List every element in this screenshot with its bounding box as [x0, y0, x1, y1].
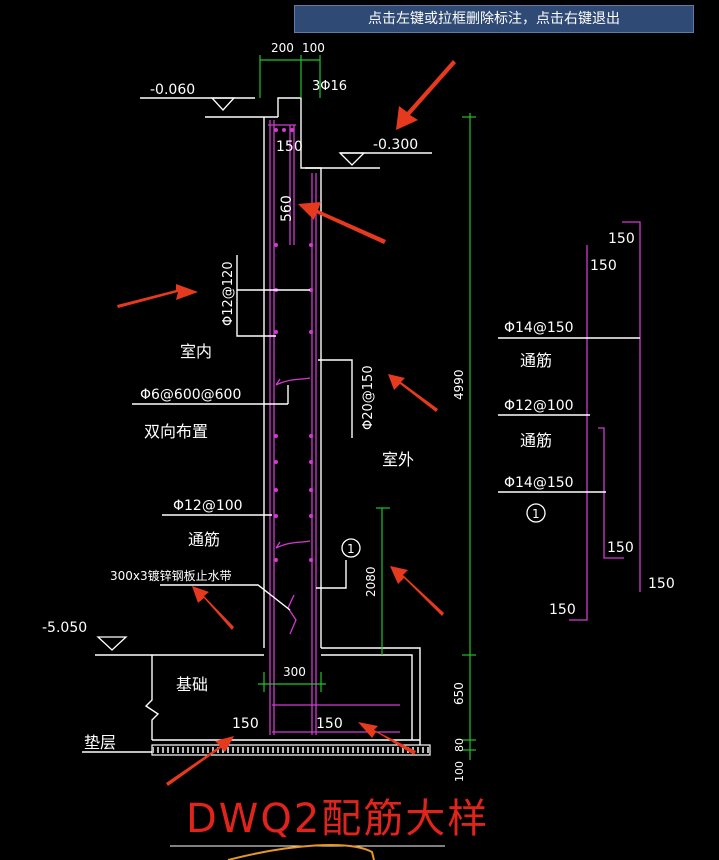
legend-marker-1: 1	[532, 507, 540, 521]
label-horizontal-note: 通筋	[188, 530, 220, 549]
legend-bar1-note: 通筋	[520, 351, 552, 370]
dim-150-top: 150	[276, 139, 303, 155]
dim-650: 650	[452, 682, 466, 705]
legend-bar1: Φ14@150	[504, 320, 574, 336]
legend-dim-150-b: 150	[590, 258, 617, 274]
leader-lines	[132, 255, 640, 611]
dim-2080: 2080	[364, 566, 378, 597]
label-inner-vertical: Φ12@120	[221, 261, 236, 326]
dim-4990: 4990	[452, 369, 466, 400]
label-outdoor: 室外	[382, 450, 414, 469]
arrow-icon	[388, 374, 438, 412]
command-prompt-bar: 点击左键或拉框删除标注，点击右键退出	[294, 5, 694, 33]
legend-dim-150-e: 150	[549, 602, 576, 618]
dim-200: 200	[271, 41, 294, 55]
arrow-icon	[358, 722, 416, 755]
red-annotation-arrows	[117, 60, 456, 786]
label-top-bars: 3Φ16	[312, 79, 347, 94]
rebar-dots	[274, 128, 313, 562]
rebar-legend: Φ14@150 通筋 Φ12@100 通筋 Φ14@150 1 150 150 …	[504, 231, 675, 618]
legend-bar3: Φ14@150	[504, 475, 574, 491]
wall-outline	[82, 97, 432, 756]
arrow-icon	[396, 60, 456, 130]
dim-150-base-right: 150	[316, 716, 343, 732]
arrow-icon	[117, 284, 198, 308]
dim-150-base-left: 150	[232, 716, 259, 732]
dim-80: 80	[453, 738, 466, 752]
legend-bar2-note: 通筋	[520, 431, 552, 450]
label-outer-vertical: Φ20@150	[361, 365, 376, 430]
elevation-labels: -0.060 -0.300 -5.050	[42, 82, 418, 636]
drawing-title: DWQ2配筋大样	[170, 796, 489, 860]
dim-100: 100	[302, 41, 325, 55]
dimension-lines	[258, 55, 476, 760]
legend-dim-150-c: 150	[607, 540, 634, 556]
label-cushion: 垫层	[84, 733, 116, 752]
dimension-labels: 200 100 150 560 4990 2080 300 650 80 100…	[232, 41, 466, 782]
label-tie-bars: Φ6@600@600	[140, 387, 241, 403]
arrow-icon	[390, 566, 444, 616]
legend-dim-150-d: 150	[648, 576, 675, 592]
elevation-top-left: -0.060	[150, 82, 195, 98]
label-waterstop: 300x3镀锌钢板止水带	[110, 569, 232, 583]
label-tie-note: 双向布置	[144, 422, 208, 441]
dim-560: 560	[279, 195, 295, 222]
label-indoor: 室内	[180, 342, 212, 361]
legend-bar2: Φ12@100	[504, 398, 574, 414]
elevation-bottom-left: -5.050	[42, 620, 87, 636]
dim-300: 300	[283, 665, 306, 679]
title-text: DWQ2配筋大样	[186, 796, 489, 842]
label-horizontal: Φ12@100	[173, 498, 243, 514]
arrow-icon	[192, 586, 234, 630]
dim-100-bottom: 100	[453, 761, 466, 782]
elevation-top-right: -0.300	[373, 137, 418, 153]
legend-dim-150-a: 150	[608, 231, 635, 247]
rebar-labels: 3Φ16 Φ12@120 室内 Φ6@600@600 双向布置 Φ20@150 …	[84, 79, 414, 752]
label-foundation: 基础	[176, 675, 208, 694]
wall-rebars	[268, 120, 641, 735]
arrow-icon	[166, 736, 234, 786]
arrow-icon	[298, 202, 386, 244]
marker-circle-1: 1	[347, 542, 355, 556]
